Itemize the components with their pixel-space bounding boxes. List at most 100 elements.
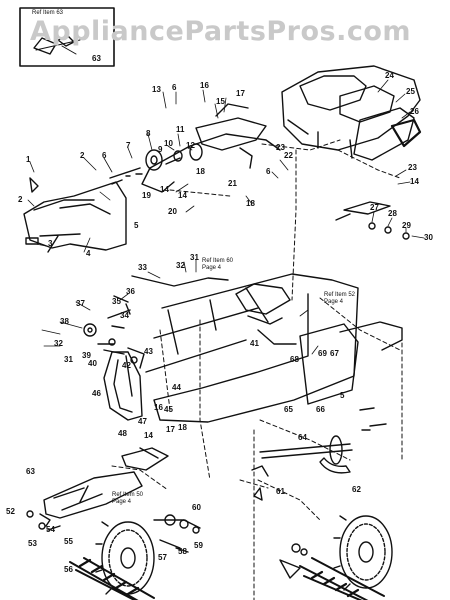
callout-number: 32 <box>176 261 185 270</box>
callout-number: 16 <box>154 403 163 412</box>
right-wheel <box>279 515 393 600</box>
callout-number: 46 <box>92 389 101 398</box>
callout-number: 37 <box>76 299 85 308</box>
callout-number: 14 <box>144 431 153 440</box>
callout-number: 43 <box>144 347 153 356</box>
callout-number: 5 <box>340 391 345 400</box>
callout-number: 15 <box>216 97 225 106</box>
callout-number: 28 <box>388 209 397 218</box>
ref-note-page: Page 4 <box>324 299 344 305</box>
ref-note-page: Page 4 <box>112 499 132 505</box>
ref-note-line: Ref Item 60 <box>202 258 234 264</box>
callout-number: 18 <box>178 423 187 432</box>
callout-number: 41 <box>250 339 259 348</box>
ref-note-60: Ref Item 60 Page 4 <box>202 258 233 272</box>
callout-number: 18 <box>246 199 255 208</box>
assembly-leaders <box>111 139 401 521</box>
callout-number: 23 <box>276 143 285 152</box>
callout-number: 42 <box>122 361 131 370</box>
linkage-parts <box>97 295 145 369</box>
callout-number: 31 <box>64 355 73 364</box>
inset-part-drawing <box>33 35 75 55</box>
callout-number: 38 <box>60 317 69 326</box>
callout-number: 66 <box>316 405 325 414</box>
callout-number: 6 <box>102 151 107 160</box>
callout-leaders <box>27 79 425 355</box>
callout-number: 44 <box>172 383 181 392</box>
handle-assembly <box>141 103 281 193</box>
callout-number: 13 <box>152 85 161 94</box>
callout-number: 32 <box>54 339 63 348</box>
callout-number: 6 <box>172 83 177 92</box>
callout-number: 60 <box>192 503 201 512</box>
callout-number: 10 <box>164 139 173 148</box>
callout-number: 57 <box>158 553 167 562</box>
engine-assembly <box>281 65 422 161</box>
bracket-parts <box>335 201 410 240</box>
callout-number: 65 <box>284 405 293 414</box>
left-wheel <box>69 521 155 600</box>
callout-number: 5 <box>134 221 139 230</box>
ref-note-line: Ref Item 63 <box>32 10 64 16</box>
callout-number: 63 <box>26 467 35 476</box>
left-hardware <box>26 510 61 531</box>
callout-number: 27 <box>370 203 379 212</box>
callout-number: 56 <box>64 565 73 574</box>
ref-note-line: Ref Item 50 <box>112 492 144 498</box>
callout-number: 36 <box>126 287 135 296</box>
callout-number: 47 <box>138 417 147 426</box>
control-rod <box>131 275 229 287</box>
callout-number: 9 <box>158 145 163 154</box>
callout-number: 40 <box>88 359 97 368</box>
callout-number: 18 <box>196 167 205 176</box>
ref-note-page: Page 4 <box>202 265 222 271</box>
callout-number: 54 <box>46 525 55 534</box>
left-axle-parts <box>153 514 201 553</box>
callout-number: 25 <box>406 87 415 96</box>
callout-number: 61 <box>276 487 285 496</box>
callout-number: 2 <box>80 151 85 160</box>
callout-number: 11 <box>176 125 185 134</box>
callout-number: 1 <box>26 155 31 164</box>
callout-number: 14 <box>178 191 187 200</box>
callout-number: 6 <box>266 167 271 176</box>
callout-number: 39 <box>82 351 91 360</box>
callout-number: 17 <box>166 425 175 434</box>
callout-number: 4 <box>86 249 91 258</box>
callout-number: 14 <box>410 177 419 186</box>
callout-number: 62 <box>352 485 361 494</box>
callout-number: 17 <box>236 89 245 98</box>
callout-number: 21 <box>228 179 237 188</box>
callout-number: 33 <box>138 263 147 272</box>
ref-note-52: Ref Item 52 Page 4 <box>324 292 355 306</box>
callout-number: 30 <box>424 233 433 242</box>
callout-number: 63 <box>92 54 101 63</box>
callout-number: 31 <box>190 253 199 262</box>
callout-number: 52 <box>6 507 15 516</box>
callout-number: 29 <box>402 221 411 230</box>
callout-number: 64 <box>298 433 307 442</box>
callout-number: 2 <box>18 195 23 204</box>
adjustment-parts <box>109 143 203 185</box>
inset-box <box>19 7 115 67</box>
callout-number: 68 <box>290 355 299 364</box>
axle-shaft <box>251 407 387 501</box>
ref-note-50: Ref Item 50 Page 4 <box>112 492 143 506</box>
callout-number: 12 <box>186 141 195 150</box>
callout-number: 53 <box>28 539 37 548</box>
main-frame <box>145 273 403 423</box>
callout-number: 7 <box>126 141 131 150</box>
auger-housing <box>43 447 169 519</box>
callout-number: 67 <box>330 349 339 358</box>
callout-number: 48 <box>118 429 127 438</box>
callout-number: 58 <box>178 547 187 556</box>
callout-number: 59 <box>194 541 203 550</box>
callout-number: 69 <box>318 349 327 358</box>
callout-number: 3 <box>48 239 53 248</box>
callout-number: 26 <box>410 107 419 116</box>
ref-note-inset: Ref Item 63 <box>32 10 63 17</box>
callout-number: 34 <box>120 311 129 320</box>
ref-note-line: Ref Item 52 <box>324 292 356 298</box>
